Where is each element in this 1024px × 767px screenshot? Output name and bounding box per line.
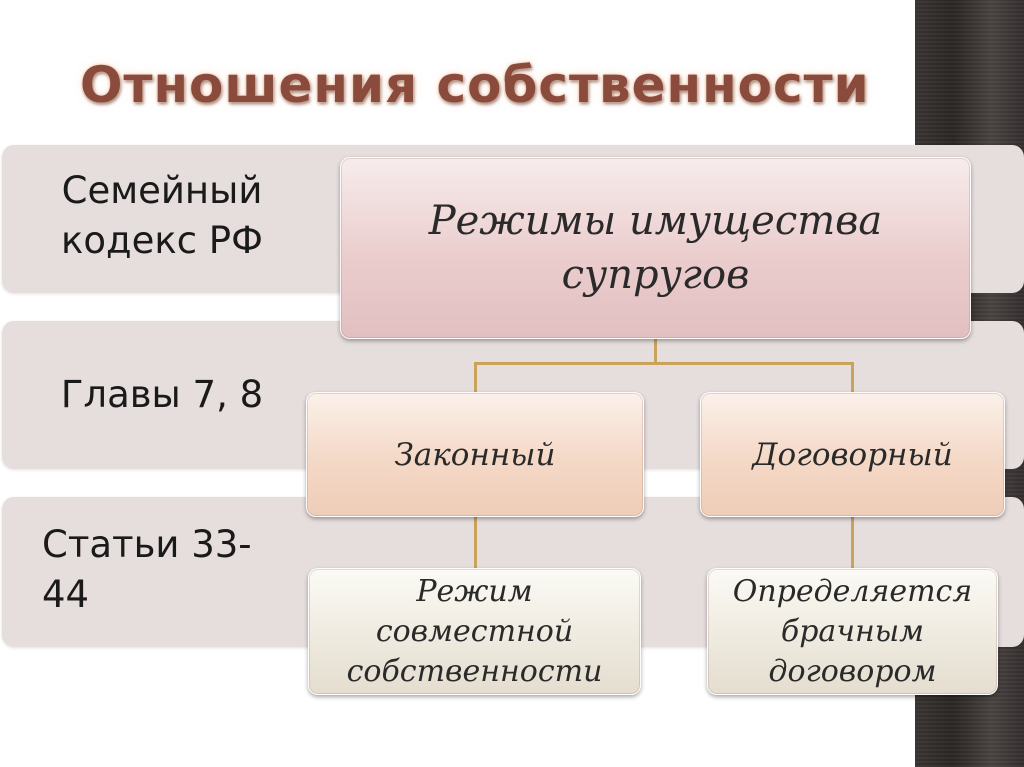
connector-root-down [654, 337, 657, 364]
row-label-line: 44 [42, 573, 90, 616]
leaf-node-line: договором [768, 653, 937, 689]
leaf-node-marriage-contract: Определяется брачным договором [707, 568, 998, 695]
root-node-line: Режимы имущества [428, 198, 883, 244]
slide-title: Отношения собственности [80, 56, 870, 114]
row-label-chapters: Главы 7, 8 [22, 370, 302, 420]
root-node-line: супругов [561, 252, 750, 298]
root-node-property-regimes: Режимы имущества супругов [340, 157, 971, 339]
connector-right-leaf [851, 515, 854, 568]
leaf-node-line: брачным [780, 613, 925, 649]
row-label-family-code: Семейный кодекс РФ [22, 166, 302, 266]
row-label-line: Статьи 33- [42, 523, 252, 566]
row-label-line: Главы 7, 8 [60, 373, 264, 416]
connector-left-leaf [474, 515, 477, 568]
branch-node-label: Законный [394, 436, 556, 473]
row-label-line: Семейный [61, 169, 263, 212]
leaf-node-line: совместной [375, 613, 574, 649]
leaf-node-joint-property: Режим совместной собственности [308, 568, 641, 695]
leaf-node-line: Режим [416, 573, 533, 609]
leaf-node-line: собственности [346, 653, 603, 689]
branch-node-contractual: Договорный [700, 392, 1005, 517]
connector-to-left-branch [474, 362, 477, 392]
row-label-line: кодекс РФ [61, 219, 263, 262]
branch-node-label: Договорный [752, 436, 953, 473]
leaf-node-line: Определяется [732, 573, 973, 609]
branch-node-legal: Законный [306, 392, 644, 517]
connector-to-right-branch [851, 362, 854, 392]
row-label-articles: Статьи 33- 44 [42, 520, 282, 620]
connector-horizontal [474, 362, 854, 365]
